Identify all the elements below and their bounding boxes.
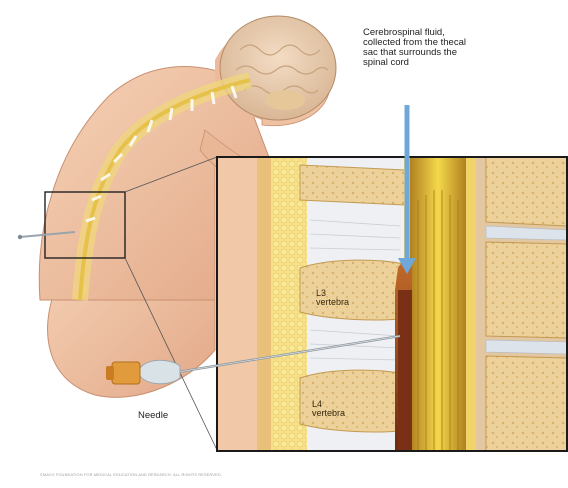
inset-panel <box>217 157 567 451</box>
l3-vertebra-label: L3 vertebra <box>316 289 349 308</box>
vertebral-body-2 <box>486 242 567 338</box>
vertebral-body-3 <box>486 356 567 451</box>
csf-label: Cerebrospinal fluid, collected from the … <box>363 28 523 68</box>
needle-label: Needle <box>138 411 168 421</box>
vertebral-body-1 <box>486 157 567 226</box>
vertebra-top <box>300 165 405 205</box>
copyright-credit: ©MAYO FOUNDATION FOR MEDICAL EDUCATION A… <box>40 473 222 477</box>
vertebral-disc-2 <box>486 340 567 354</box>
brain <box>220 16 336 120</box>
l4-vertebra-label: L4 vertebra <box>312 400 345 419</box>
